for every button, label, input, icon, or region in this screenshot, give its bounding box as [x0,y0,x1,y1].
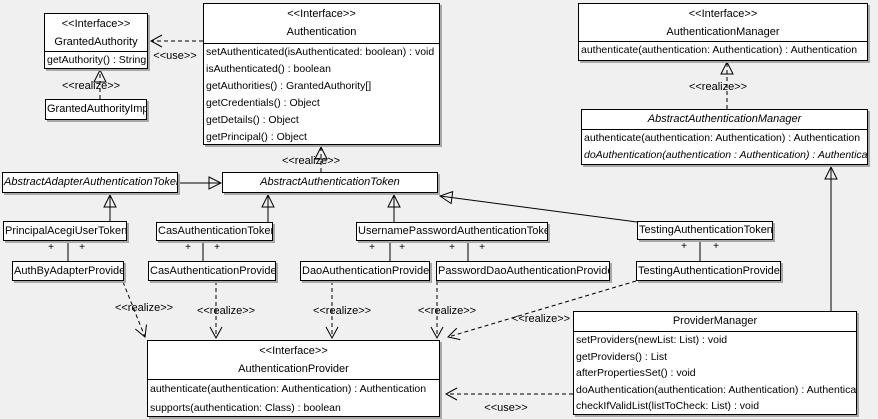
class-name: CasAuthenticationToken [158,225,272,237]
class-dao-authentication-provider[interactable]: DaoAuthenticationProvider [300,261,430,281]
class-name: TestingAuthenticationToken [639,224,772,236]
class-name: AuthByAdapterProvider [14,265,123,277]
class-name: UsernamePasswordAuthenticationToken [358,225,547,237]
method: doAuthentication(authentication : Authen… [584,149,867,161]
class-name: Authentication [286,26,357,38]
method: setProviders(newList: List) : void [576,334,728,346]
class-name: TestingAuthenticationProvider [638,265,780,277]
realize-label-authenticationmanager: <<realize>> [688,81,748,93]
class-cas-authentication-provider[interactable]: CasAuthenticationProvider [148,261,276,281]
method: authenticate(authentication: Authenticat… [581,44,858,56]
class-principal-acegi-user-token[interactable]: PrincipalAcegiUserToken [3,221,127,241]
class-testing-authentication-provider[interactable]: TestingAuthenticationProvider [636,261,781,281]
assoc-role-plus: + [185,242,191,253]
method: setAuthenticated(isAuthenticated: boolea… [206,46,435,58]
class-name: GrantedAuthority [54,36,138,48]
class-name: CasAuthenticationProvider [150,265,275,277]
assoc-role-plus: + [214,242,220,253]
class-abstract-authentication-manager[interactable]: AbstractAuthenticationManager authentica… [581,109,868,165]
class-authentication-manager[interactable]: <<Interface>> AuthenticationManager auth… [578,3,868,61]
use-label-bottom: <<use>> [484,402,528,414]
method: getAuthorities() : GrantedAuthority[] [206,80,372,92]
class-granted-authority-impl[interactable]: GrantedAuthorityImpl [45,99,147,120]
method: getCredentials() : Object [206,97,320,109]
class-granted-authority[interactable]: <<Interface>> GrantedAuthority getAuthor… [44,13,148,69]
realize-edge-authbyadapterprovider [122,281,147,338]
class-abstract-adapter-authentication-token[interactable]: AbstractAdapterAuthenticationToken [2,172,178,193]
class-auth-by-adapter-provider[interactable]: AuthByAdapterProvider [12,261,124,281]
class-name: AuthenticationProvider [238,363,349,375]
method: getProviders() : List [576,350,668,363]
method: authenticate(authentication: Authenticat… [584,132,861,144]
class-cas-authentication-token[interactable]: CasAuthenticationToken [156,222,273,241]
class-abstract-authentication-token[interactable]: AbstractAuthenticationToken [222,172,438,193]
realize-label-passworddao: <<realize>> [417,305,477,317]
stereotype: <<Interface>> [287,8,356,20]
assoc-role-plus: + [449,242,455,253]
class-name: AbstractAdapterAuthenticationToken [4,176,177,188]
stereotype: <<Interface>> [688,8,758,20]
assoc-role-plus: + [399,242,405,253]
class-name: AuthenticationManager [666,26,780,38]
stereotype: <<Interface>> [61,18,131,30]
method: getPrincipal() : Object [206,131,307,143]
class-password-dao-authentication-provider[interactable]: PasswordDaoAuthenticationProvider [436,261,610,281]
method: supports(authentication: Class) : boolea… [150,402,341,414]
generalize-edge-testingauthenticationtoken [440,196,638,223]
class-authentication[interactable]: <<Interface>> Authentication setAuthenti… [203,3,440,145]
class-provider-manager[interactable]: ProviderManager setProviders(newList: Li… [573,311,857,415]
class-name: PrincipalAcegiUserToken [5,225,126,237]
realize-label-authentication: <<realize>> [281,155,341,167]
method: getAuthority() : String [47,54,147,66]
class-name: AbstractAuthenticationToken [260,176,400,188]
use-label-top: <<use>> [153,50,197,62]
class-name: GrantedAuthorityImpl [47,103,146,115]
assoc-role-plus: + [681,241,687,252]
realize-label-dao: <<realize>> [312,305,372,317]
realize-label-authbyadapter: <<realize>> [114,302,174,314]
class-name: DaoAuthenticationProvider [302,265,429,277]
method: isAuthenticated() : boolean [206,63,331,75]
assoc-role-plus: + [713,241,719,252]
assoc-role-plus: + [48,242,54,253]
class-name: ProviderManager [672,315,758,327]
realize-edge-testingauthenticationprovider [446,280,637,341]
class-name: AbstractAuthenticationManager [647,113,802,125]
method: checkIfValidList(listToCheck: List) : vo… [576,400,760,412]
method: afterPropertiesSet() : void [576,367,696,379]
method: authenticate(authentication: Authenticat… [150,383,427,395]
class-name: PasswordDaoAuthenticationProvider [438,265,609,277]
assoc-role-plus: + [369,242,375,253]
method: doAuthentication(authentication: Authent… [576,383,856,396]
assoc-role-plus: + [479,242,485,253]
class-testing-authentication-token[interactable]: TestingAuthenticationToken [637,221,773,240]
assoc-role-plus: + [79,242,85,253]
method: getDetails() : Object [206,114,299,126]
realize-label-grantedauthority: <<realize>> [61,80,121,92]
class-authentication-provider[interactable]: <<Interface>> AuthenticationProvider aut… [147,340,440,417]
realize-label-testing: <<realize>> [511,313,571,325]
realize-label-cas: <<realize>> [196,305,256,317]
stereotype: <<Interface>> [259,345,328,357]
class-username-password-authentication-token[interactable]: UsernamePasswordAuthenticationToken [356,222,548,241]
